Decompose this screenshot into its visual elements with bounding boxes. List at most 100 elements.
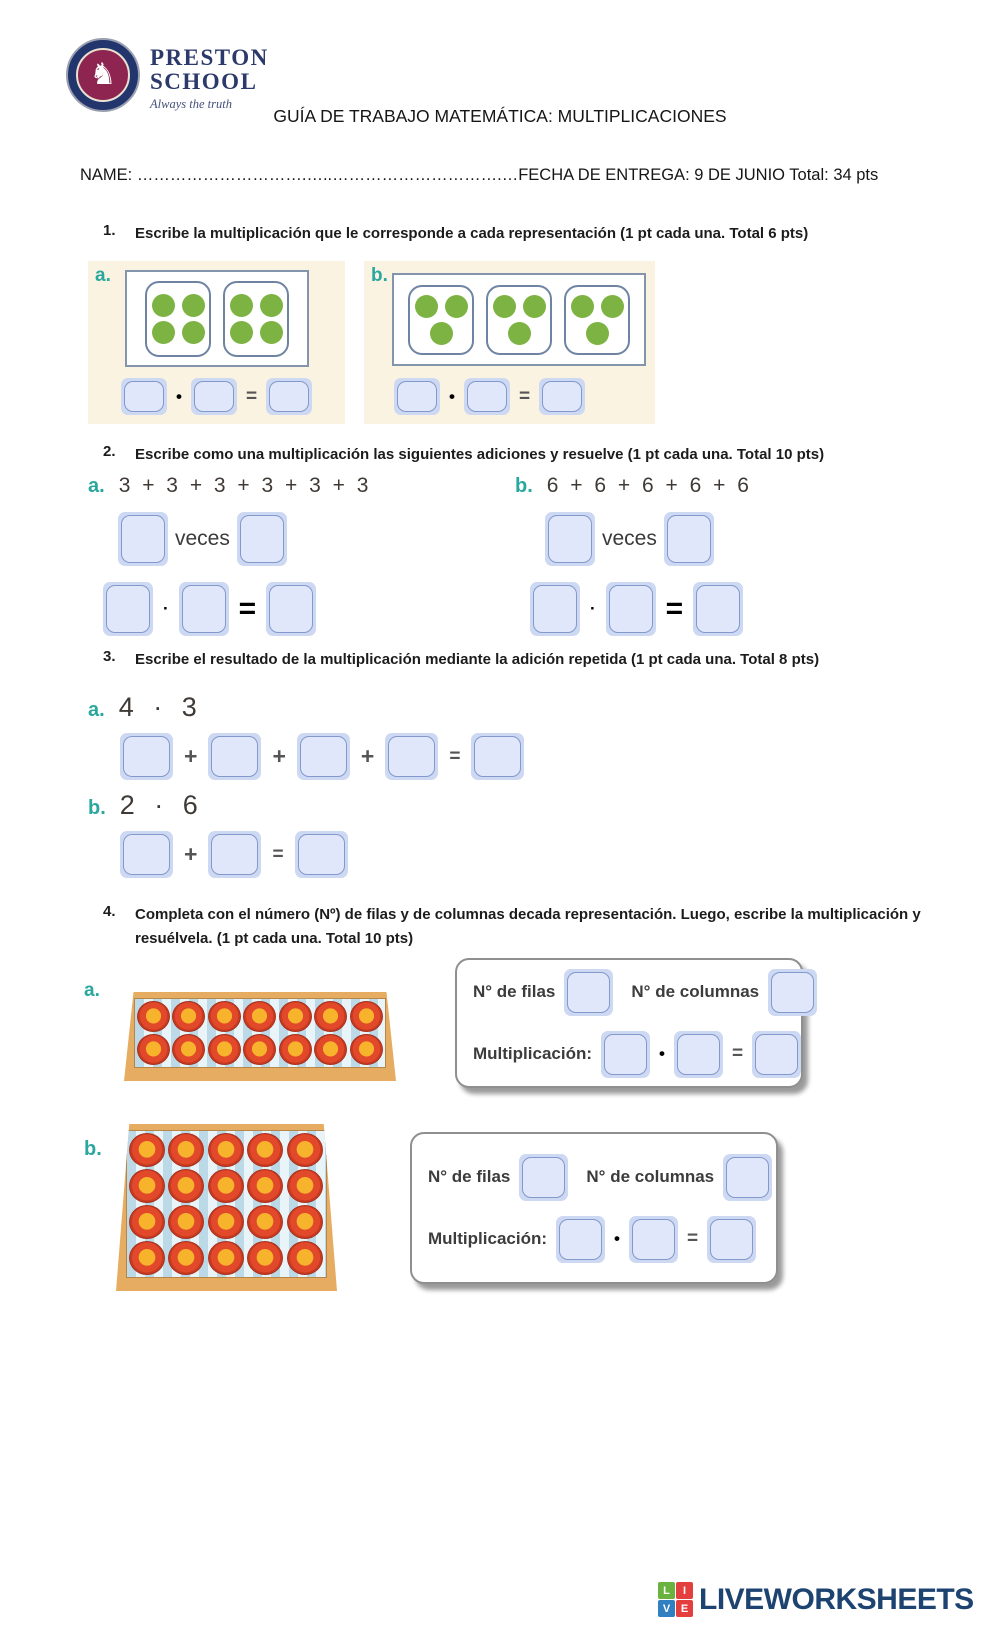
can-item bbox=[286, 1241, 323, 1275]
times-operator: · bbox=[163, 599, 169, 618]
part-b-label: b. bbox=[371, 265, 388, 286]
answer-box[interactable] bbox=[673, 1030, 723, 1078]
name-label: NAME: bbox=[80, 166, 133, 184]
answer-box[interactable] bbox=[208, 733, 262, 780]
answer-box[interactable] bbox=[605, 582, 656, 636]
answer-box[interactable] bbox=[519, 1153, 569, 1201]
q1-a-answer-row: • = bbox=[121, 378, 313, 415]
q1-b-answer-row: • = bbox=[394, 378, 586, 415]
equals-operator: = bbox=[731, 1043, 744, 1064]
dot-group bbox=[145, 280, 211, 357]
q3-b-addition-row: += bbox=[120, 831, 348, 878]
school-logo: ♞ bbox=[66, 38, 140, 112]
answer-box[interactable] bbox=[266, 582, 317, 636]
answer-box[interactable] bbox=[236, 512, 287, 566]
question-4-header: 4. Completa con el número (Nº) de filas … bbox=[103, 903, 971, 951]
answer-box[interactable] bbox=[564, 968, 614, 1016]
answer-box[interactable] bbox=[601, 1030, 650, 1078]
question-4-number: 4. bbox=[103, 903, 116, 920]
can-item bbox=[207, 1205, 244, 1239]
can-item bbox=[243, 1001, 277, 1032]
can-item bbox=[314, 1001, 348, 1032]
answer-box[interactable] bbox=[693, 582, 744, 636]
brand-tile: L bbox=[658, 1582, 675, 1599]
answer-box[interactable] bbox=[120, 831, 173, 878]
brand-tile: I bbox=[676, 1582, 693, 1599]
can-item bbox=[247, 1169, 284, 1203]
green-dot bbox=[414, 294, 438, 318]
q2-b-veces-row: veces bbox=[545, 512, 752, 566]
answer-box[interactable] bbox=[752, 1030, 802, 1078]
can-item bbox=[168, 1205, 205, 1239]
q3-part-b: b. 2 · 6 += bbox=[88, 790, 348, 878]
can-item bbox=[286, 1133, 323, 1167]
can-item bbox=[286, 1169, 323, 1203]
answer-box[interactable] bbox=[556, 1215, 605, 1263]
q4-a-rows-cols-row: N° de filas N° de columnas bbox=[473, 968, 818, 1016]
answer-box[interactable] bbox=[394, 378, 440, 415]
answer-box[interactable] bbox=[121, 378, 167, 415]
brand-tile: E bbox=[676, 1600, 693, 1617]
answer-box[interactable] bbox=[471, 733, 525, 780]
answer-box-field bbox=[123, 834, 170, 875]
answer-box[interactable] bbox=[545, 512, 595, 566]
answer-box[interactable] bbox=[385, 733, 439, 780]
equals-operator: = bbox=[665, 592, 684, 625]
answer-box[interactable] bbox=[208, 831, 262, 878]
q4-a-mult-row: Multiplicación: • = bbox=[473, 1030, 802, 1078]
answer-box[interactable] bbox=[628, 1215, 678, 1263]
can-item bbox=[349, 1001, 383, 1032]
dot-group bbox=[223, 280, 289, 357]
can-item bbox=[129, 1205, 165, 1239]
can-item bbox=[168, 1241, 205, 1275]
green-dot bbox=[429, 321, 453, 345]
answer-box[interactable] bbox=[266, 378, 313, 415]
q2-a-expression-line: a. 3 + 3 + 3 + 3 + 3 + 3 bbox=[88, 474, 371, 498]
answer-box[interactable] bbox=[294, 831, 348, 878]
dot-group bbox=[486, 284, 552, 355]
answer-box-field bbox=[299, 736, 347, 777]
dot-group bbox=[408, 284, 474, 355]
answer-box[interactable] bbox=[723, 1153, 773, 1201]
answer-box[interactable] bbox=[768, 968, 818, 1016]
green-dot bbox=[600, 294, 624, 318]
filas-label: N° de filas bbox=[473, 982, 556, 1001]
can-item bbox=[207, 1034, 241, 1065]
can-item bbox=[247, 1241, 284, 1275]
answer-box[interactable] bbox=[103, 582, 153, 636]
times-operator: • bbox=[659, 1044, 665, 1063]
addition-expression: 6 + 6 + 6 + 6 + 6 bbox=[546, 474, 752, 497]
green-dot bbox=[229, 320, 253, 344]
answer-box[interactable] bbox=[190, 378, 237, 415]
can-item bbox=[129, 1169, 165, 1203]
answer-box[interactable] bbox=[663, 512, 714, 566]
part-b-label: b. bbox=[84, 1138, 102, 1160]
can-item bbox=[207, 1133, 244, 1167]
answer-box[interactable] bbox=[530, 582, 580, 636]
answer-box[interactable] bbox=[539, 378, 586, 415]
liveworksheets-brand: LIVEWORKSHEETS bbox=[699, 1582, 974, 1616]
can-item bbox=[129, 1133, 165, 1167]
q3-a-expression-line: a. 4 · 3 bbox=[88, 692, 524, 723]
answer-box[interactable] bbox=[118, 512, 168, 566]
green-dot bbox=[507, 321, 531, 345]
answer-box[interactable] bbox=[296, 733, 350, 780]
answer-box-field bbox=[123, 736, 170, 777]
can-item bbox=[243, 1034, 277, 1065]
answer-box[interactable] bbox=[178, 582, 229, 636]
can-item bbox=[247, 1205, 284, 1239]
question-1-text: Escribe la multiplicación que le corresp… bbox=[135, 225, 809, 242]
answer-box[interactable] bbox=[707, 1215, 757, 1263]
equals-operator: = bbox=[449, 745, 461, 767]
answer-box[interactable] bbox=[120, 733, 173, 780]
q2-a-veces-row: veces bbox=[118, 512, 371, 566]
q4-b-answer-card: N° de filas N° de columnas Multiplicació… bbox=[410, 1132, 778, 1284]
green-dot bbox=[259, 293, 283, 317]
q4-a-answer-card: N° de filas N° de columnas Multiplicació… bbox=[455, 958, 818, 1088]
plus-operator: + bbox=[360, 743, 375, 769]
answer-box[interactable] bbox=[463, 378, 510, 415]
can-item bbox=[129, 1241, 165, 1275]
